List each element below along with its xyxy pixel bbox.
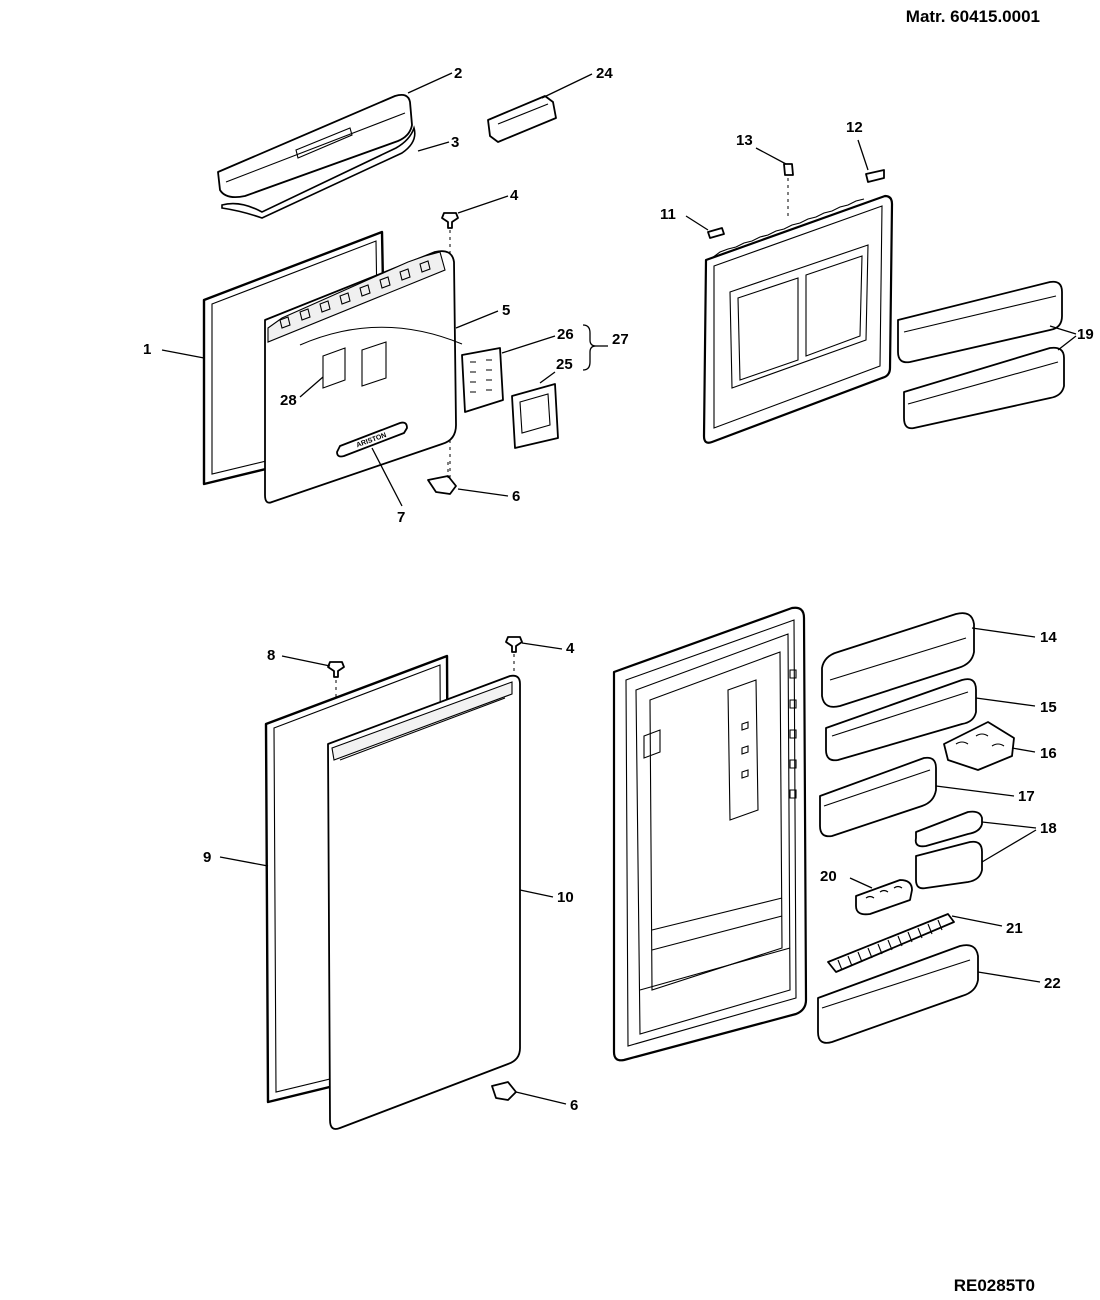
callout-6a: 6 — [512, 488, 520, 505]
part-16-egg-tray — [943, 721, 1015, 771]
part-25-control-panel — [511, 383, 559, 449]
callout-12: 12 — [846, 119, 863, 136]
freezer-inner-callouts: 13 12 11 19 — [660, 119, 1094, 351]
material-code: Matr. 60415.0001 — [906, 7, 1040, 26]
callout-7: 7 — [397, 509, 405, 526]
part-20-ice-tray — [855, 879, 913, 916]
callout-17: 17 — [1018, 788, 1035, 805]
part-22-bottom-shelf — [817, 944, 979, 1044]
part-19-shelf-lower — [903, 346, 1065, 430]
callout-9: 9 — [203, 849, 211, 866]
part-13 — [783, 163, 794, 176]
callout-13: 13 — [736, 132, 753, 149]
part-26-control-board — [461, 347, 504, 413]
callout-2: 2 — [454, 65, 462, 82]
fridge-door-callouts: 8 4 9 10 6 — [203, 640, 578, 1114]
fridge-inner-door-assembly — [612, 606, 1015, 1062]
callout-8: 8 — [267, 647, 275, 664]
callout-24: 24 — [596, 65, 613, 82]
fridge-inner-door — [612, 606, 808, 1062]
part-2-handle-cover — [217, 93, 413, 199]
part-4-screw — [441, 212, 459, 229]
part-18-small-box-lid — [914, 810, 983, 848]
part-15-shelf — [825, 678, 977, 762]
part-6-hinge — [427, 475, 457, 495]
callout-3: 3 — [451, 134, 459, 151]
callout-25: 25 — [556, 356, 573, 373]
callout-18: 18 — [1040, 820, 1057, 837]
callout-4b: 4 — [566, 640, 575, 657]
callout-11: 11 — [660, 206, 676, 223]
part-6b-hinge — [491, 1081, 517, 1101]
freezer-inner-door-assembly — [702, 163, 1065, 444]
part-8-screw — [327, 661, 345, 678]
callout-27: 27 — [612, 331, 629, 348]
callout-5: 5 — [502, 302, 510, 319]
part-14-dairy-cover — [821, 612, 975, 708]
part-17-bottle-shelf — [819, 756, 937, 838]
callout-20: 20 — [820, 868, 837, 885]
fridge-inner-callouts: 14 15 16 17 18 20 21 22 — [820, 627, 1061, 992]
part-19-shelf-upper — [897, 280, 1063, 364]
callout-4a: 4 — [510, 187, 519, 204]
part-3-handle-seal — [221, 125, 416, 219]
callout-6b: 6 — [570, 1097, 578, 1114]
part-7-logo-badge — [336, 421, 408, 458]
part-10-fridge-door — [327, 674, 521, 1130]
part-18-small-box — [915, 840, 983, 890]
part-12 — [865, 169, 885, 183]
callout-15: 15 — [1040, 699, 1057, 716]
part-21-bottle-retainer — [827, 913, 955, 973]
callout-22: 22 — [1044, 975, 1061, 992]
part-4b-screw — [505, 636, 523, 653]
callout-10: 10 — [557, 889, 574, 906]
callout-21: 21 — [1006, 920, 1023, 937]
fridge-door-assembly — [264, 636, 523, 1130]
callout-28: 28 — [280, 392, 297, 409]
part-11 — [707, 227, 725, 239]
part-24 — [487, 95, 557, 143]
callout-19: 19 — [1077, 326, 1094, 343]
callout-16: 16 — [1040, 745, 1057, 762]
freezer-callouts: 2 3 24 4 1 5 26 25 27 28 7 6 — [143, 65, 629, 526]
callout-14: 14 — [1040, 629, 1057, 646]
callout-1: 1 — [143, 341, 151, 358]
callout-26: 26 — [557, 326, 574, 343]
freezer-door-assembly: ARISTON — [202, 93, 559, 504]
drawing-code: RE0285T0 — [954, 1276, 1035, 1295]
